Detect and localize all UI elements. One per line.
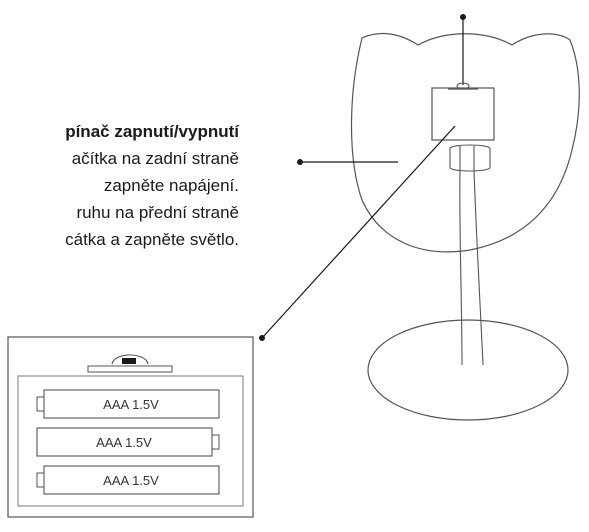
battery-compartment bbox=[431, 87, 495, 141]
battery-1-label: AAA 1.5V bbox=[103, 397, 159, 412]
switch-leader-dot bbox=[460, 14, 466, 20]
battery-box-switch-slider bbox=[122, 358, 136, 364]
instruction-text: pínač zapnutí/vypnutí ačítka na zadní st… bbox=[65, 118, 239, 253]
battery-box-switch bbox=[111, 354, 149, 365]
battery-box-outer bbox=[7, 336, 254, 518]
cat-head-outline bbox=[350, 33, 580, 253]
lamp-base bbox=[367, 319, 569, 421]
battery-3-label: AAA 1.5V bbox=[103, 473, 159, 488]
stem bbox=[459, 169, 484, 366]
battery-2-label: AAA 1.5V bbox=[96, 435, 152, 450]
instruction-title: pínač zapnutí/vypnutí bbox=[65, 122, 239, 141]
battery-box-inner bbox=[17, 375, 244, 507]
instruction-line-4: cátka a zapněte světlo. bbox=[65, 230, 239, 249]
instruction-line-2: zapněte napájení. bbox=[103, 176, 239, 195]
instruction-line-3: ruhu na přední straně bbox=[76, 203, 239, 222]
battery-2-terminal bbox=[211, 434, 220, 450]
battery-1-terminal bbox=[36, 396, 45, 412]
battery-leader-line bbox=[261, 125, 456, 339]
touch-leader-dot bbox=[297, 159, 303, 165]
battery-3-terminal bbox=[36, 472, 45, 488]
neck-joint bbox=[449, 144, 491, 172]
battery-leader-dot bbox=[259, 335, 265, 341]
battery-box-switch-plate bbox=[87, 365, 173, 373]
instruction-line-1: ačítka na zadní straně bbox=[71, 149, 239, 168]
